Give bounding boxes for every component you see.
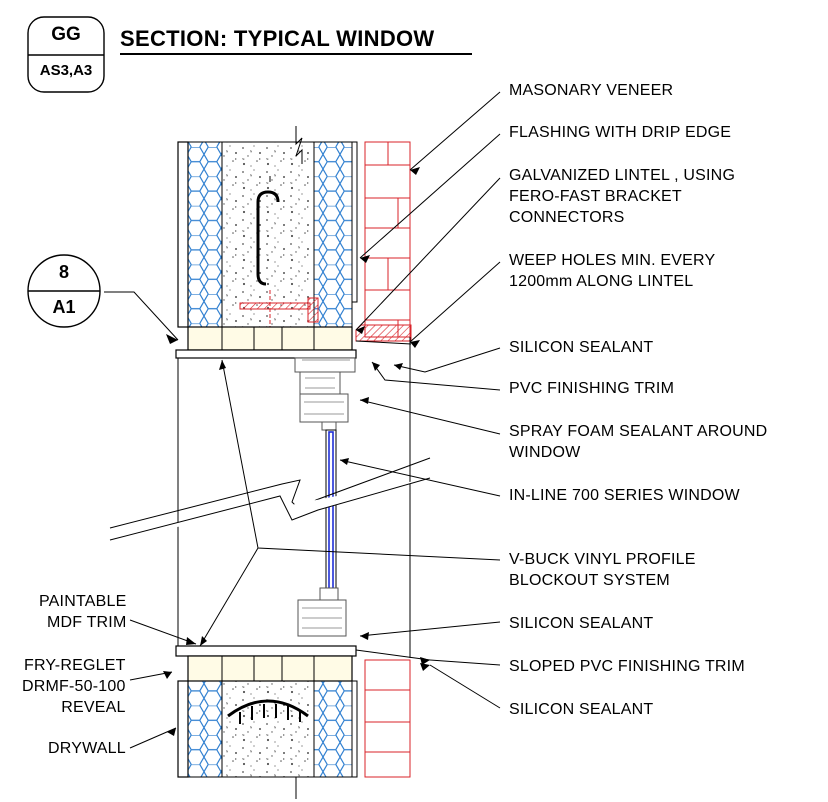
callout-right-12: SILICON SEALANT — [509, 701, 654, 718]
callout-right-10: SILICON SEALANT — [509, 615, 654, 632]
callout-left-3: DRYWALL — [48, 740, 126, 757]
window-unit — [294, 357, 356, 637]
title-underline — [120, 53, 472, 55]
lower-wall-assembly — [175, 645, 431, 799]
interior-wall-outline — [109, 337, 431, 658]
callout-right-11: SLOPED PVC FINISHING TRIM — [509, 658, 745, 675]
leader-arrowheads — [163, 167, 430, 736]
leader-lines — [104, 91, 501, 749]
callout-right-8: IN-LINE 700 SERIES WINDOW — [509, 487, 740, 504]
section-tag-frame — [27, 254, 101, 328]
detail-tag-sheets: AS3,A3 — [39, 62, 93, 79]
upper-wall-assembly — [175, 126, 358, 359]
callout-right-1: MASONARY VENEER — [509, 82, 674, 99]
section-tag-number: 8 — [58, 262, 69, 282]
masonry-veneer — [355, 141, 412, 345]
section-tag-sheet: A1 — [52, 297, 76, 317]
drawing-title: SECTION: TYPICAL WINDOW — [120, 26, 435, 51]
detail-tag-frame — [27, 16, 105, 93]
detail-tag-id: GG — [51, 24, 81, 45]
callout-right-5: SILICON SEALANT — [509, 339, 654, 356]
callout-right-2: FLASHING WITH DRIP EDGE — [509, 124, 732, 141]
callout-right-6: PVC FINISHING TRIM — [509, 380, 675, 397]
